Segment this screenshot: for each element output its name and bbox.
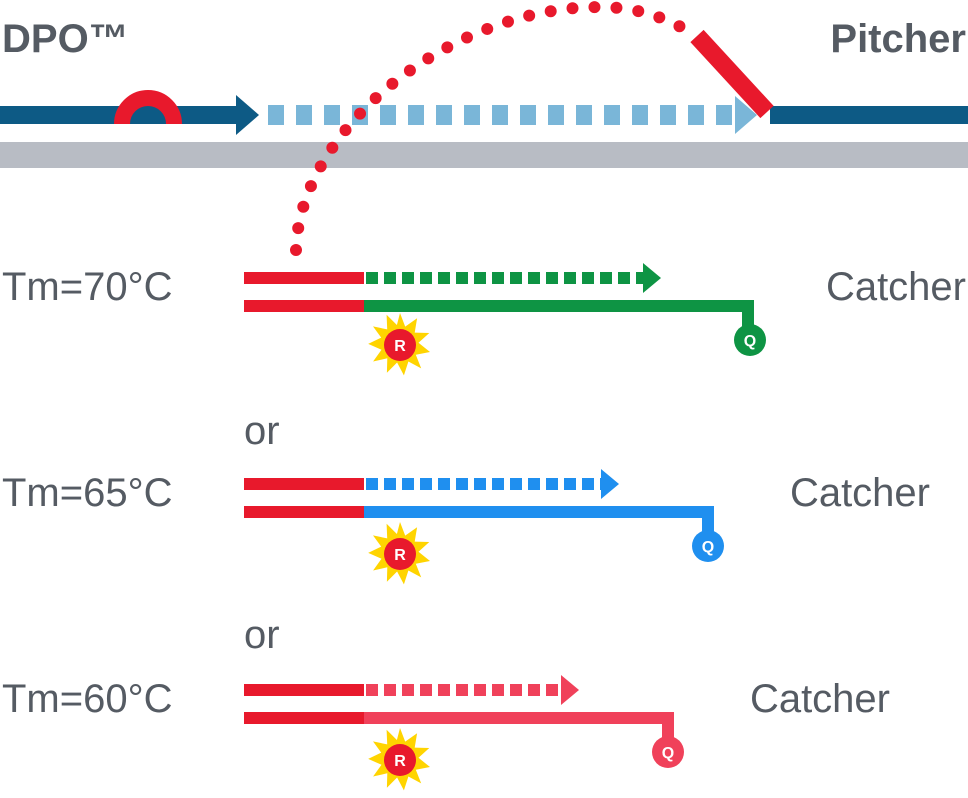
tm-label-60: Tm=60°C [2, 677, 173, 721]
extension-arrow-head-icon [643, 263, 661, 293]
quencher-label: Q [744, 333, 756, 350]
catcher-hook [662, 712, 674, 740]
tag-transfer-arc [290, 1, 703, 256]
extension-arrow-head-icon [561, 675, 579, 705]
catcher-label-70: Catcher [826, 265, 966, 309]
reporter-label: R [394, 753, 406, 770]
quencher-label: Q [662, 745, 674, 762]
extension-arrow-head-icon [601, 469, 619, 499]
pitcher-strand [770, 106, 968, 124]
reporter-starburst-icon: R [368, 313, 430, 376]
reporter-label: R [394, 547, 406, 564]
catcher-row-70: Tm=70°C Q R Catcher [2, 263, 966, 376]
tag-strand-top [244, 684, 364, 696]
reporter-label: R [394, 338, 406, 355]
or-label-1: or [244, 409, 280, 453]
catcher-row-65: Tm=65°C Q R Catcher [2, 469, 930, 585]
tag-strand-top [244, 478, 364, 490]
dpo-arrow-head-icon [236, 95, 259, 135]
quencher-icon: Q [692, 530, 724, 562]
template-strand [0, 142, 968, 168]
reporter-starburst-icon: R [368, 728, 430, 791]
quencher-label: Q [702, 539, 714, 556]
pitcher-tag [690, 29, 774, 119]
dpo-label: DPO™ [2, 17, 129, 61]
tag-strand-top [244, 272, 364, 284]
catcher-label-65: Catcher [790, 471, 930, 515]
quencher-icon: Q [652, 736, 684, 768]
catcher-strand [364, 300, 754, 312]
catcher-strand [364, 712, 674, 724]
tm-label-65: Tm=65°C [2, 471, 173, 515]
extension-arrow-head-icon [735, 96, 757, 134]
or-label-2: or [244, 613, 280, 657]
tag-strand-bottom [244, 300, 364, 312]
catcher-row-60: Tm=60°C Q R Catcher [2, 675, 890, 791]
tag-strand-bottom [244, 506, 364, 518]
tm-label-70: Tm=70°C [2, 265, 173, 309]
catcher-strand [364, 506, 714, 518]
dpo-bubble-icon [114, 90, 182, 125]
quencher-icon: Q [734, 324, 766, 356]
tag-strand-bottom [244, 712, 364, 724]
catcher-hook [742, 300, 754, 328]
catcher-label-60: Catcher [750, 677, 890, 721]
reporter-starburst-icon: R [368, 522, 430, 585]
pitcher-label: Pitcher [830, 17, 966, 61]
catcher-hook [702, 506, 714, 534]
